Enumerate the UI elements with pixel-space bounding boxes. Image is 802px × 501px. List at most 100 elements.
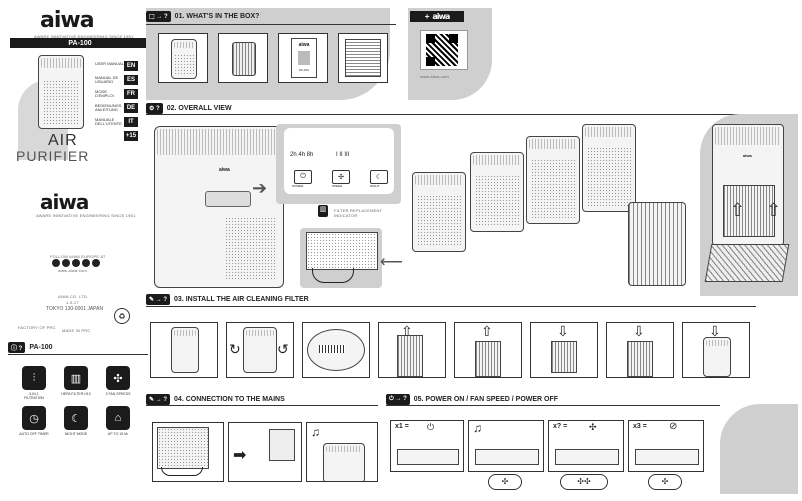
brand-logo: aiwa [40,8,95,33]
section-05-title: 05. POWER ON / FAN SPEED / POWER OFF [413,395,559,403]
lang-tag-de[interactable]: DE [124,103,138,113]
power-step-3: x? = ✣ [548,420,624,472]
linkedin-icon[interactable] [92,259,100,267]
power-step-3-text: x? = [553,423,568,430]
lift-arrow-right: ⇧ [766,200,782,220]
model-banner: PA-100 [10,38,150,48]
section-02-rule [146,114,796,115]
section-02-head: ⚙ ? 02. OVERALL VIEW [146,102,232,114]
fan-icon-small: ✣ [589,422,597,432]
company-line3: TOKYO 130-0001 JAPAN [46,306,104,312]
speed-indicator-3: ✣ [648,474,682,490]
feature-label-6: UP TO 15 M² [107,432,129,436]
speed-button-label: SPEED [332,184,343,188]
lang-text-fr: MODE D'EMPLOI [95,89,114,98]
mains-step-3: ♫ [306,422,378,482]
install-step-6: ⇩ [530,322,598,378]
section-01-title: 01. WHAT'S IN THE BOX? [174,12,260,20]
install-step-4: ⇧ [378,322,446,378]
box-item-manual: aiwa PA-100 [278,33,328,83]
music-note-icon-2: ♫ [473,421,482,435]
youtube-icon[interactable] [82,259,90,267]
speed-button[interactable]: ✣ [332,170,350,184]
box-item-filter [218,33,268,83]
lang-tag-es[interactable]: ES [124,75,138,85]
product-top-grill [41,58,81,68]
install-step-2: ↻ ↺ [226,322,294,378]
music-note-icon: ♫ [311,425,320,439]
filter-large [628,202,686,286]
filter-indicator-icon: ▥ [318,205,328,217]
lang-tag-it[interactable]: IT [124,117,138,127]
manual-logo: aiwa [298,42,310,48]
speed-indicator-2: ✣✣ [560,474,608,490]
unit-large: aiwa [154,126,284,288]
power-icon: ⏻ [427,422,435,432]
qr-plus: + [424,12,430,21]
power-badge: ⏻ → ? [386,393,410,405]
section-04-rule [146,405,378,406]
lang-tag-fr[interactable]: FR [124,89,138,99]
unit-step-3 [526,136,580,224]
install-step-5: ⇧ [454,322,522,378]
unit-filter-open-label: aiwa [743,153,752,158]
lift-arrow-left: ⇧ [730,200,746,220]
feature-label-4: AUTO OFF TIMER [19,432,49,436]
unit-filter-open: aiwa [712,124,784,246]
qr-url: www.aiwa.com [420,74,449,79]
product-vent [43,80,79,124]
section-02-title: 02. OVERALL VIEW [166,104,232,112]
night-button[interactable]: ☾ [370,170,388,184]
timer-icon: ◷ [22,406,46,430]
cord-zoom-vent [306,232,378,270]
lang-text-en: USER MANUAL [95,61,124,66]
section-01-rule [146,24,396,25]
install-step-8: ⇩ [682,322,750,378]
sleep-icon: ☾ [64,406,88,430]
power-step-4-text: x3 = [633,423,647,430]
lang-tag-en[interactable]: EN [124,61,138,71]
install-step-3 [302,322,370,378]
brand-tagline: AWARE INNOVATIVE ENGINEERING SINCE 1951 [34,34,134,39]
install-step-7: ⇩ [606,322,674,378]
pa-section-title: PA-100 [29,344,53,351]
pa-section-head: ⓘ ? PA-100 [8,342,53,353]
bottom-right-decor [720,404,798,494]
plug-badge: ✎ → ? [146,393,171,405]
pa-section-rule [8,354,148,355]
made-in-label: MADE IN PRC [62,328,91,333]
install-step-1 [150,322,218,378]
lang-text-es: MANUAL DE USUARIO [95,75,119,84]
off-icon: ⊘ [669,421,678,432]
power-button[interactable]: ⏻ [294,170,312,184]
company-line1: AIWA CO. LTD. [58,294,89,299]
qr-code[interactable] [420,30,468,70]
tool-badge: ✎ → ? [146,293,171,305]
twitter-icon[interactable] [62,259,70,267]
facebook-icon[interactable] [52,259,60,267]
feature-label-5: NIGHT MODE [64,432,88,436]
cord-arrow: ⟵ [380,254,403,271]
night-button-label: NIGHT [370,184,380,188]
lang-text-de: BEDIENUNGS ANLEITUNG [95,103,122,112]
zoom-arrow: ➔ [252,178,268,198]
de-badge: ⚙ ? [146,102,163,114]
unit-step-1 [412,172,466,252]
section-03-title: 03. INSTALL THE AIR CLEANING FILTER [174,295,309,303]
room-icon: ⌂ [106,406,130,430]
instagram-icon[interactable] [72,259,80,267]
recycle-icon: ♻ [114,308,130,324]
control-zoom: 2h 4h 8h I II III ⏻ ✣ ☾ POWER SPEED NIGH… [284,128,394,194]
brand-tagline-2: AWARE INNOVATIVE ENGINEERING SINCE 1951 [36,213,136,218]
speed-labels: I II III [336,152,350,158]
power-step-2: ♫ [468,420,544,472]
qr-header: + aiwa [410,11,464,22]
speed-indicator-1: ✣ [488,474,522,490]
power-button-label: POWER [292,184,304,188]
model-banner-text: PA-100 [68,39,92,47]
unit-step-2 [470,152,524,232]
feature-label-3: 3 FAN SPEEDS [105,392,131,396]
filter-indicator-label: FILTER REPLACEMENT INDICATOR [334,208,383,218]
box-item-purifier [158,33,208,83]
lang-tag-more[interactable]: +15 [124,131,138,141]
